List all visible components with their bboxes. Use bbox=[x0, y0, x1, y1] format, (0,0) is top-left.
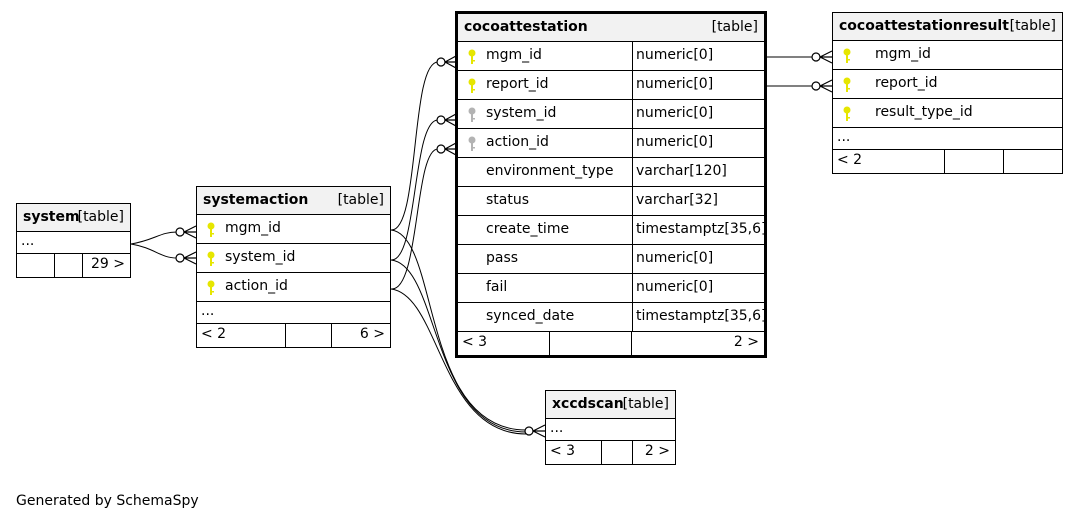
column-row: mgm_id numeric[0] bbox=[458, 42, 764, 71]
rel-systemaction-xccd-3 bbox=[390, 288, 527, 435]
column-row: mgm_id bbox=[833, 41, 1062, 70]
column-name[interactable]: result_type_id bbox=[875, 104, 973, 120]
rel-systemaction-xccd-2 bbox=[390, 259, 527, 433]
table-cocoattestationresult[interactable]: cocoattestationresult [table] mgm_id rep… bbox=[832, 12, 1063, 174]
table-name[interactable]: system bbox=[23, 209, 80, 225]
foreign-key-icon bbox=[468, 107, 476, 122]
column-name[interactable]: action_id bbox=[486, 134, 549, 150]
column-row: system_id bbox=[197, 244, 390, 273]
table-systemaction[interactable]: systemaction [table] mgm_id system_id ac… bbox=[196, 186, 391, 348]
parents-count[interactable]: < 2 bbox=[201, 326, 227, 342]
table-system[interactable]: system [table] ... 29 > bbox=[16, 203, 131, 278]
table-name[interactable]: systemaction bbox=[203, 192, 309, 208]
table-header: systemaction [table] bbox=[197, 187, 390, 215]
column-row: report_id numeric[0] bbox=[458, 71, 764, 100]
primary-key-icon bbox=[207, 280, 215, 295]
column-name[interactable]: fail bbox=[486, 279, 508, 295]
column-row: result_type_id bbox=[833, 99, 1062, 128]
primary-key-icon bbox=[207, 222, 215, 237]
parents-count[interactable]: < 3 bbox=[550, 443, 576, 459]
table-cocoattestation[interactable]: cocoattestation [table] mgm_id numeric[0]… bbox=[455, 11, 767, 358]
column-row: pass numeric[0] bbox=[458, 245, 764, 274]
rel-system-systemaction-mgm bbox=[130, 231, 178, 245]
column-name[interactable]: system_id bbox=[225, 249, 296, 265]
foreign-key-icon bbox=[468, 136, 476, 151]
table-kind: [table] bbox=[77, 209, 124, 225]
parents-count[interactable]: < 3 bbox=[462, 334, 488, 350]
primary-key-icon bbox=[843, 77, 851, 92]
children-count[interactable]: 29 > bbox=[91, 256, 125, 272]
parents-count[interactable]: < 2 bbox=[837, 152, 863, 168]
table-footer: < 2 bbox=[833, 150, 1062, 173]
column-row: action_id numeric[0] bbox=[458, 129, 764, 158]
primary-key-icon bbox=[843, 106, 851, 121]
children-count[interactable]: 2 > bbox=[733, 334, 759, 350]
column-row: environment_type varchar[120] bbox=[458, 158, 764, 187]
primary-key-icon bbox=[843, 48, 851, 63]
children-count[interactable]: 6 > bbox=[359, 326, 385, 342]
column-name[interactable]: environment_type bbox=[486, 163, 614, 179]
column-name[interactable]: report_id bbox=[486, 76, 549, 92]
rel-systemaction-coco-mgm bbox=[390, 61, 439, 231]
column-name[interactable]: mgm_id bbox=[225, 220, 281, 236]
table-footer: 29 > bbox=[17, 254, 130, 277]
column-row: mgm_id bbox=[197, 215, 390, 244]
table-name[interactable]: cocoattestationresult bbox=[839, 18, 1009, 34]
column-row: action_id bbox=[197, 273, 390, 302]
rel-systemaction-xccd-1 bbox=[390, 229, 527, 431]
rel-system-systemaction-system bbox=[130, 243, 178, 259]
table-kind: [table] bbox=[622, 396, 669, 412]
more-columns: ... bbox=[197, 302, 390, 324]
column-type: timestamptz[35,6] bbox=[636, 308, 767, 324]
table-name[interactable]: xccdscan bbox=[552, 396, 624, 412]
column-type: numeric[0] bbox=[636, 279, 714, 295]
column-name[interactable]: status bbox=[486, 192, 530, 208]
column-row: report_id bbox=[833, 70, 1062, 99]
column-row: synced_date timestamptz[35,6] bbox=[458, 303, 767, 332]
table-header: xccdscan [table] bbox=[546, 391, 675, 419]
column-type: numeric[0] bbox=[636, 76, 714, 92]
column-type: varchar[120] bbox=[636, 163, 727, 179]
column-type: numeric[0] bbox=[636, 105, 714, 121]
primary-key-icon bbox=[468, 49, 476, 64]
more-columns: ... bbox=[17, 232, 130, 254]
column-name[interactable]: create_time bbox=[486, 221, 570, 237]
more-columns: ... bbox=[833, 128, 1062, 150]
column-name[interactable]: synced_date bbox=[486, 308, 575, 324]
rel-systemaction-coco-action bbox=[390, 148, 439, 290]
table-xccdscan[interactable]: xccdscan [table] ... < 3 2 > bbox=[545, 390, 676, 465]
column-type: numeric[0] bbox=[636, 250, 714, 266]
primary-key-icon bbox=[207, 251, 215, 266]
column-name[interactable]: report_id bbox=[875, 75, 938, 91]
table-name[interactable]: cocoattestation bbox=[464, 19, 588, 35]
generated-by-label: Generated by SchemaSpy bbox=[16, 493, 199, 509]
more-columns: ... bbox=[546, 419, 675, 441]
column-type: numeric[0] bbox=[636, 47, 714, 63]
table-footer: < 2 6 > bbox=[197, 324, 390, 347]
table-footer: < 3 2 > bbox=[458, 332, 764, 355]
column-type: varchar[32] bbox=[636, 192, 718, 208]
column-name[interactable]: system_id bbox=[486, 105, 557, 121]
column-row: create_time timestamptz[35,6] bbox=[458, 216, 767, 245]
table-footer: < 3 2 > bbox=[546, 441, 675, 464]
table-header: cocoattestation [table] bbox=[458, 14, 764, 42]
column-name[interactable]: mgm_id bbox=[875, 46, 931, 62]
column-name[interactable]: pass bbox=[486, 250, 519, 266]
column-name[interactable]: mgm_id bbox=[486, 47, 542, 63]
table-kind: [table] bbox=[1009, 18, 1056, 34]
table-kind: [table] bbox=[337, 192, 384, 208]
column-row: fail numeric[0] bbox=[458, 274, 764, 303]
column-type: numeric[0] bbox=[636, 134, 714, 150]
primary-key-icon bbox=[468, 78, 476, 93]
column-row: status varchar[32] bbox=[458, 187, 764, 216]
table-kind: [table] bbox=[711, 19, 758, 35]
table-header: system [table] bbox=[17, 204, 130, 232]
column-name[interactable]: action_id bbox=[225, 278, 288, 294]
table-header: cocoattestationresult [table] bbox=[833, 13, 1062, 41]
column-type: timestamptz[35,6] bbox=[636, 221, 767, 237]
children-count[interactable]: 2 > bbox=[644, 443, 670, 459]
column-row: system_id numeric[0] bbox=[458, 100, 764, 129]
rel-systemaction-coco-system bbox=[390, 119, 439, 261]
